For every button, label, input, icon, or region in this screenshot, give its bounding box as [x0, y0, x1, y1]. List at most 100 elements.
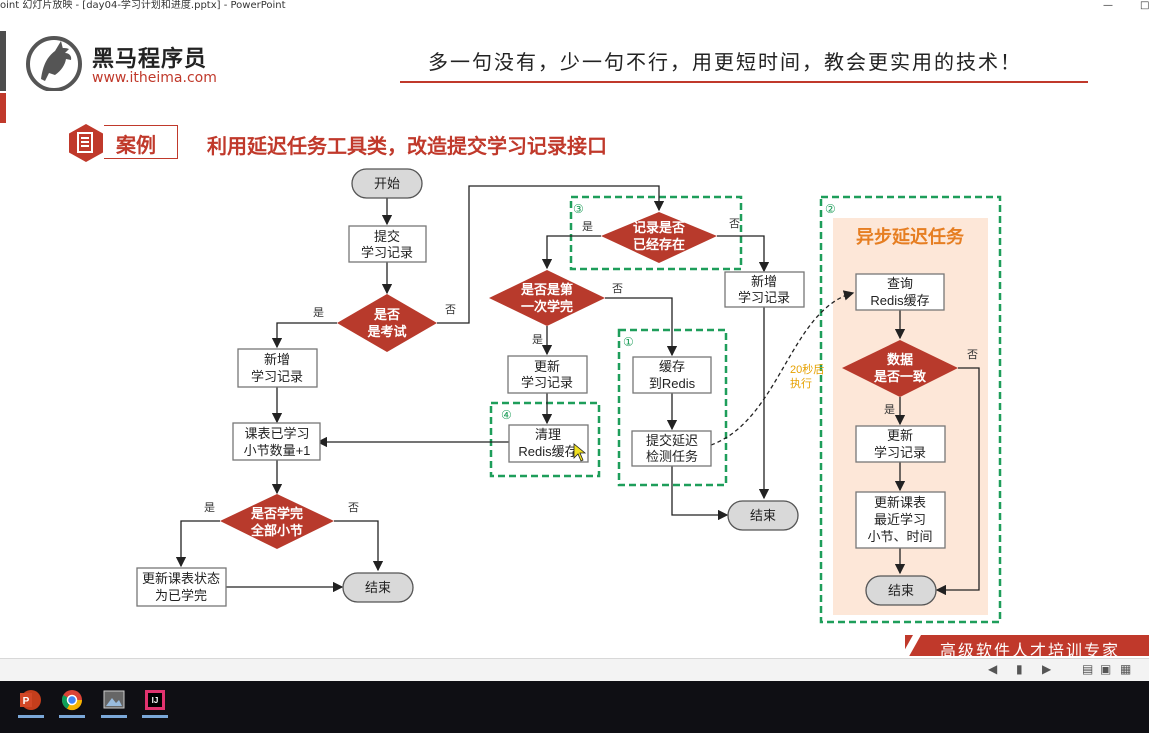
case-label: 案例 — [116, 133, 156, 157]
update-record-mid-box: 更新 学习记录 — [507, 355, 588, 394]
clear-cache-box: 清理 Redis缓存 — [508, 424, 589, 463]
box-line: 学习记录 — [874, 445, 926, 460]
label-yes: 是 — [532, 333, 543, 346]
decision-line: 一次学完 — [521, 299, 573, 314]
end-node-right: 结束 — [865, 575, 937, 606]
reading-view-icon[interactable]: ▣ — [1100, 662, 1112, 676]
slide: 黑马程序员 www.itheima.com 多一句没有，少一句不行，用更短时间，… — [0, 13, 1149, 656]
active-indicator — [59, 715, 85, 718]
chrome-icon — [61, 690, 83, 711]
dashed-box-2 — [819, 195, 1002, 624]
decision-line: 数据 — [887, 352, 913, 367]
window-titlebar: oint 幻灯片放映 - [day04-学习计划和进度.pptx] - Powe… — [0, 0, 1149, 13]
powerpoint-icon: P — [20, 690, 41, 710]
data-consistent-decision: 数据 是否一致 — [842, 340, 958, 397]
box-line: 学习记录 — [738, 290, 790, 305]
next-slide-icon[interactable]: ▶ — [1042, 662, 1052, 676]
box-line: Redis缓存 — [870, 293, 929, 308]
accent-bar-red — [0, 93, 6, 123]
taskbar-chrome[interactable] — [55, 685, 89, 718]
previous-slide-icon[interactable]: ◀ — [988, 662, 998, 676]
delay-label-line1: 20秒后 — [790, 362, 824, 376]
end-label: 结束 — [750, 508, 776, 523]
slide-menu-icon[interactable]: ▮ — [1016, 662, 1023, 676]
delay-label-line2: 执行 — [790, 376, 812, 390]
decision-line: 是否学完 — [250, 506, 303, 521]
label-no: 否 — [445, 304, 456, 316]
start-node: 开始 — [351, 168, 423, 199]
box-line: 更新 — [534, 359, 560, 374]
footer-banner-text: 高级软件人才培训专家 — [940, 641, 1121, 656]
active-indicator — [101, 715, 127, 718]
is-exam-decision: 是否 是考试 — [337, 294, 437, 352]
banner-stripe-icon — [901, 635, 921, 656]
decision-line: 是否 — [373, 307, 400, 322]
slideshow-statusbar: ◀ ▮ ▶ ▤ ▣ ▦ — [0, 658, 1149, 681]
normal-view-icon[interactable]: ▤ — [1082, 662, 1094, 676]
dashed-box-4 — [489, 401, 601, 478]
decision-line: 是否是第 — [520, 282, 573, 297]
box-line: 到Redis — [649, 376, 696, 391]
footer-banner — [901, 635, 1149, 656]
label-no: 否 — [348, 502, 359, 514]
decision-line: 已经存在 — [633, 237, 685, 252]
box-line: 检测任务 — [646, 449, 698, 464]
marker-4: ④ — [501, 408, 512, 422]
end-label: 结束 — [888, 583, 914, 598]
box-line: 小节、时间 — [867, 529, 932, 544]
mouse-cursor-icon — [573, 443, 587, 462]
label-yes: 是 — [313, 306, 324, 319]
taskbar-intellij[interactable]: IJ — [138, 685, 172, 718]
submit-delay-task-box: 提交延迟 检测任务 — [631, 430, 712, 467]
slogan: 多一句没有，少一句不行，用更短时间，教会更实用的技术！ — [428, 50, 1022, 74]
submit-record-box: 提交 学习记录 — [348, 225, 427, 263]
slogan-underline — [400, 81, 1088, 83]
new-record-left-box: 新增 学习记录 — [237, 348, 318, 388]
accent-bar-gray — [0, 31, 6, 91]
marker-1: ① — [623, 335, 634, 349]
intellij-icon: IJ — [145, 690, 165, 710]
brand-name: 黑马程序员 — [92, 47, 208, 72]
box-line: 提交 — [374, 229, 400, 244]
cache-redis-box: 缓存 到Redis — [632, 356, 712, 394]
box-line: 课表已学习 — [244, 426, 309, 441]
async-title: 异步延迟任务 — [856, 226, 965, 247]
box-line: 查询 — [887, 276, 913, 291]
brand-url: www.itheima.com — [92, 70, 217, 86]
all-done-decision: 是否学完 全部小节 — [220, 494, 334, 549]
marker-2: ② — [825, 202, 836, 216]
box-line: 新增 — [751, 274, 777, 289]
active-indicator — [142, 715, 168, 718]
horse-logo-icon — [25, 35, 87, 92]
restore-button[interactable]: □ — [1140, 0, 1149, 11]
lesson-count-box: 课表已学习 小节数量+1 — [232, 422, 321, 461]
active-indicator — [18, 715, 44, 718]
box-line: 缓存 — [659, 359, 685, 374]
decision-line: 全部小节 — [250, 523, 303, 538]
flowchart: ③ ④ ① ② — [136, 168, 1002, 624]
taskbar-powerpoint[interactable]: P — [14, 685, 48, 718]
dashed-box-1 — [617, 328, 728, 487]
slide-sorter-icon[interactable]: ▦ — [1120, 662, 1132, 676]
svg-text:P: P — [23, 696, 30, 707]
end-label: 结束 — [365, 580, 391, 595]
update-record-right-box: 更新 学习记录 — [855, 425, 946, 463]
label-yes: 是 — [204, 501, 215, 514]
box-line: 新增 — [264, 352, 290, 367]
decision-line: 是考试 — [366, 324, 406, 339]
minimize-button[interactable]: — — [1103, 0, 1113, 11]
box-line: Redis缓存 — [518, 444, 577, 459]
first-done-decision: 是否是第 一次学完 — [489, 270, 605, 326]
document-icon — [66, 123, 106, 163]
image-viewer-icon — [103, 690, 125, 709]
box-line: 学习记录 — [251, 369, 303, 384]
label-no: 否 — [967, 349, 978, 361]
taskbar-image-viewer[interactable] — [97, 685, 131, 718]
os-taskbar: P IJ — [0, 681, 1149, 733]
new-record-right-box: 新增 学习记录 — [724, 271, 805, 308]
start-label: 开始 — [374, 176, 400, 191]
box-line: 最近学习 — [874, 512, 926, 527]
box-line: 更新课表 — [874, 495, 926, 510]
svg-text:IJ: IJ — [152, 696, 159, 705]
end-node-left: 结束 — [342, 572, 414, 603]
